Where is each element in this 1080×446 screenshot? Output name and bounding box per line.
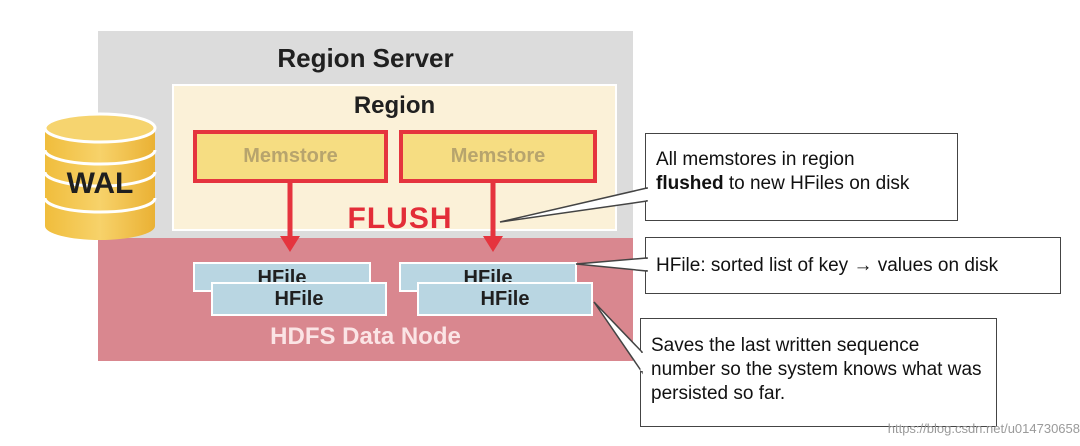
region-server-title: Region Server xyxy=(277,43,454,73)
flush-label: FLUSH xyxy=(347,202,453,235)
watermark: https://blog.csdn.net/u014730658 xyxy=(887,421,1080,436)
callout-sequence-number: Saves the last written sequence number s… xyxy=(640,318,997,427)
callout-memstores-flushed-line1: All memstores in region xyxy=(656,149,855,170)
region-title: Region xyxy=(353,92,436,119)
memstore-box-1: Memstore xyxy=(193,130,388,183)
memstore-box-2: Memstore xyxy=(399,130,597,183)
callout-flushed-rest: to new HFiles on disk xyxy=(723,173,910,194)
callout-hfile-desc: HFile: sorted list of key → values on di… xyxy=(645,237,1061,294)
callout-memstores-flushed: All memstores in region flushed to new H… xyxy=(645,133,958,221)
hfile-front-2: HFile xyxy=(417,282,593,316)
callout-flushed-bold: flushed xyxy=(656,173,724,194)
hfile-front-1: HFile xyxy=(211,282,387,316)
callout-memstores-flushed-line2: flushed to new HFiles on disk xyxy=(656,172,947,196)
hdfs-data-node-label: HDFS Data Node xyxy=(270,323,461,350)
